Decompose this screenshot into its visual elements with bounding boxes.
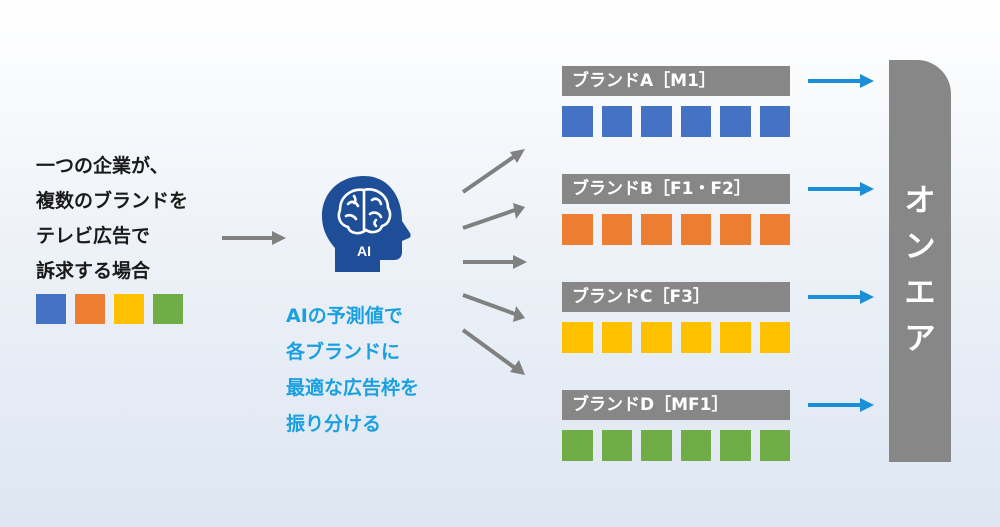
- brand-d-group: ブランドD［MF1］: [562, 390, 790, 461]
- ad-slot: [680, 322, 711, 353]
- intro-text: 一つの企業が、 複数のブランドを テレビ広告で 訴求する場合: [36, 149, 188, 289]
- ai-line-3: 最適な広告枠を: [286, 377, 420, 399]
- ad-slot: [720, 106, 751, 137]
- ad-slot: [759, 322, 790, 353]
- swatch-yellow: [114, 294, 144, 324]
- onair-char-1: オ: [904, 183, 936, 219]
- ad-slot: [601, 322, 632, 353]
- ad-slot: [641, 106, 672, 137]
- ad-slot: [680, 106, 711, 137]
- ad-slot: [759, 106, 790, 137]
- brand-a-onair-arrow-icon: [808, 74, 874, 88]
- onair-char-3: エ: [904, 275, 936, 311]
- brand-b-label: ブランドB［F1・F2］: [562, 174, 790, 204]
- brand-b-onair-arrow-icon: [808, 182, 874, 196]
- ad-slot: [680, 214, 711, 245]
- fan-arrow-2: [462, 208, 516, 230]
- swatch-orange: [75, 294, 105, 324]
- ad-slot: [601, 430, 632, 461]
- ad-slot: [680, 430, 711, 461]
- brand-d-onair-arrow-icon: [808, 398, 874, 412]
- brand-a-slots: [562, 106, 790, 137]
- ai-line-1: AIの予測値で: [286, 305, 403, 327]
- brand-color-swatches: [36, 294, 183, 324]
- ai-description: AIの予測値で 各ブランドに 最適な広告枠を 振り分ける: [286, 298, 419, 442]
- brand-b-slots: [562, 214, 790, 245]
- ad-slot: [562, 214, 593, 245]
- brand-c-onair-arrow-icon: [808, 290, 874, 304]
- ad-slot: [641, 214, 672, 245]
- brand-c-group: ブランドC［F3］: [562, 282, 790, 353]
- ad-slot: [601, 214, 632, 245]
- ad-slot: [601, 106, 632, 137]
- ai-line-2: 各ブランドに: [286, 341, 401, 363]
- onair-char-4: ア: [904, 321, 936, 357]
- fan-arrow-5: [461, 328, 517, 370]
- brand-a-label: ブランドA［M1］: [562, 66, 790, 96]
- intro-line-4: 訴求する場合: [36, 260, 151, 282]
- ad-slot: [720, 214, 751, 245]
- brand-d-label: ブランドD［MF1］: [562, 390, 790, 420]
- fan-arrow-4: [462, 293, 516, 316]
- onair-char-2: ン: [904, 229, 936, 265]
- ad-slot: [759, 214, 790, 245]
- ad-slot: [720, 430, 751, 461]
- ad-slot: [641, 430, 672, 461]
- ai-icon-label: AI: [357, 243, 371, 259]
- brand-d-slots: [562, 430, 790, 461]
- distribution-arrows: [461, 149, 527, 375]
- ai-line-4: 振り分ける: [286, 413, 382, 435]
- ad-slot: [641, 322, 672, 353]
- arrow-to-ai-icon: [222, 231, 286, 245]
- ai-brain-head-icon: AI: [322, 176, 411, 272]
- swatch-blue: [36, 294, 66, 324]
- intro-line-1: 一つの企業が、: [36, 155, 169, 177]
- onair-label: オ ン エ ア: [889, 178, 951, 362]
- ad-slot: [562, 430, 593, 461]
- onair-panel: オ ン エ ア: [889, 60, 951, 462]
- brand-a-group: ブランドA［M1］: [562, 66, 790, 137]
- intro-line-3: テレビ広告で: [36, 225, 151, 247]
- ad-slot: [562, 106, 593, 137]
- brand-c-slots: [562, 322, 790, 353]
- intro-line-2: 複数のブランドを: [36, 190, 189, 212]
- ad-slot: [562, 322, 593, 353]
- brand-b-group: ブランドB［F1・F2］: [562, 174, 790, 245]
- ad-slot: [759, 430, 790, 461]
- swatch-green: [153, 294, 183, 324]
- fan-arrow-1: [461, 154, 517, 194]
- brand-c-label: ブランドC［F3］: [562, 282, 790, 312]
- ad-slot: [720, 322, 751, 353]
